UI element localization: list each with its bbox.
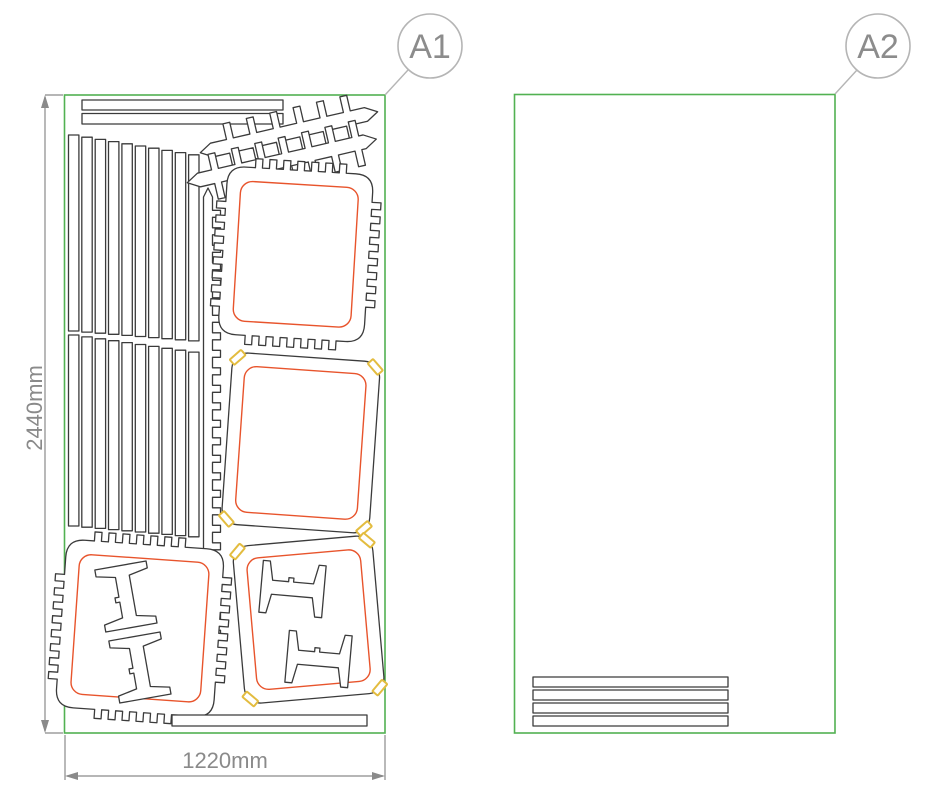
- sheet-a2-label-text: A2: [857, 28, 899, 66]
- sheet-a2-label-circle[interactable]: [845, 13, 911, 79]
- part-panel-toothed[interactable]: [208, 156, 383, 352]
- part-panel-smooth[interactable]: [232, 535, 385, 705]
- part-slat[interactable]: [161, 149, 173, 340]
- corner-tab: [218, 510, 235, 528]
- sheet-a2-label: A2: [834, 13, 911, 95]
- part-slat[interactable]: [134, 343, 147, 533]
- part-slat[interactable]: [174, 349, 187, 537]
- part-panel-toothed-group: [208, 156, 383, 352]
- part-ibeam[interactable]: [284, 629, 353, 689]
- part-slat[interactable]: [121, 143, 133, 337]
- part-slat[interactable]: [67, 134, 80, 332]
- corner-tab: [229, 542, 246, 561]
- sheet-a2-leader-line: [834, 69, 858, 95]
- corner-tab: [358, 532, 376, 549]
- arrow-right-icon: [372, 772, 385, 780]
- part-slat[interactable]: [81, 136, 93, 333]
- arrow-down-icon: [41, 720, 49, 733]
- part-slat[interactable]: [187, 154, 200, 342]
- part-slat[interactable]: [107, 140, 120, 335]
- part-slat[interactable]: [147, 345, 160, 534]
- part-slat[interactable]: [147, 147, 160, 339]
- part-slat[interactable]: [94, 138, 107, 334]
- sheet-a1-leader-line: [384, 69, 409, 96]
- panel-inner-outline: [246, 549, 371, 691]
- part-panel-smooth-group: [218, 349, 384, 537]
- corner-tab: [367, 358, 384, 376]
- part-slat[interactable]: [161, 347, 173, 536]
- panel-inner-outline: [232, 180, 359, 328]
- panel-inner-outline: [234, 365, 367, 520]
- arrow-up-icon: [41, 95, 49, 108]
- height-dimension-text: 2440mm: [22, 365, 47, 451]
- part-strip[interactable]: [171, 714, 368, 727]
- sheet-a2: [513, 93, 836, 734]
- sheet-a2-parts: [532, 676, 729, 727]
- corner-tab: [371, 679, 388, 697]
- part-strip[interactable]: [81, 99, 284, 111]
- part-slat[interactable]: [81, 336, 93, 528]
- part-strip[interactable]: [532, 689, 729, 701]
- corner-tab: [241, 690, 259, 708]
- sheet-a1-label-text: A1: [409, 28, 451, 66]
- sheet-a1: [47, 94, 388, 734]
- width-dimension: 1220mm: [64, 735, 386, 780]
- part-slat[interactable]: [134, 145, 147, 338]
- part-ibeam[interactable]: [94, 560, 158, 633]
- part-slat[interactable]: [107, 340, 120, 531]
- sheet-a1-parts: [47, 94, 388, 727]
- part-slat[interactable]: [187, 351, 200, 538]
- part-strip[interactable]: [532, 676, 729, 688]
- arrow-left-icon: [65, 772, 78, 780]
- corner-tab: [355, 520, 373, 537]
- height-dimension: 2440mm: [22, 94, 63, 734]
- part-slat[interactable]: [174, 151, 187, 341]
- sheet-a1-label: A1: [384, 13, 463, 96]
- part-strip[interactable]: [81, 112, 284, 125]
- sheet-a1-outline[interactable]: [63, 94, 386, 734]
- part-slat[interactable]: [121, 341, 133, 532]
- part-ibeam[interactable]: [258, 559, 327, 619]
- width-dimension-text: 1220mm: [182, 748, 268, 773]
- part-panel-smooth[interactable]: [221, 352, 381, 534]
- part-strip[interactable]: [532, 715, 729, 727]
- sheet-a1-label-circle[interactable]: [397, 13, 463, 79]
- part-slat[interactable]: [67, 334, 80, 527]
- part-slat[interactable]: [94, 338, 107, 530]
- part-ibeam[interactable]: [108, 631, 172, 704]
- part-strip[interactable]: [532, 702, 729, 714]
- sheet-a2-outline[interactable]: [513, 93, 836, 734]
- part-panel-smooth-group: [229, 532, 388, 708]
- corner-tab: [229, 349, 247, 366]
